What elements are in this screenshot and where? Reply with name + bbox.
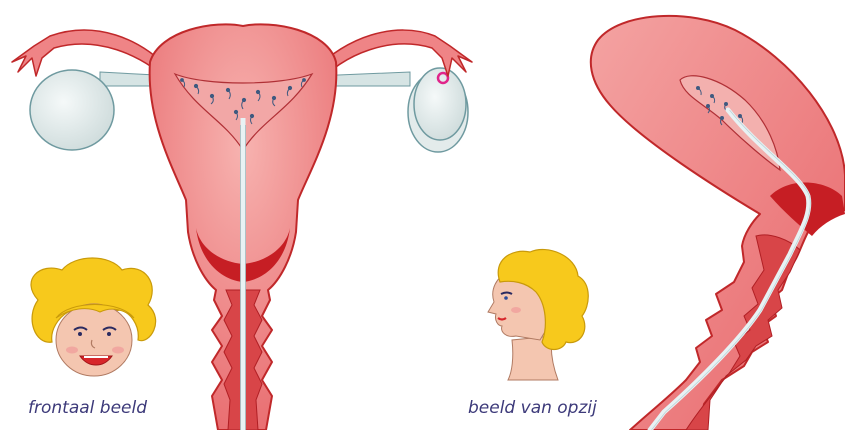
blonde-face-profile-icon [488,249,588,380]
side-view-uterus-diagram [591,16,845,430]
front-view-caption: frontaal beeld [28,398,147,418]
left-ovary [30,70,114,150]
side-view-caption: beeld van opzij [468,398,597,418]
right-ovary [414,68,466,140]
blonde-face-front-icon [31,258,156,376]
